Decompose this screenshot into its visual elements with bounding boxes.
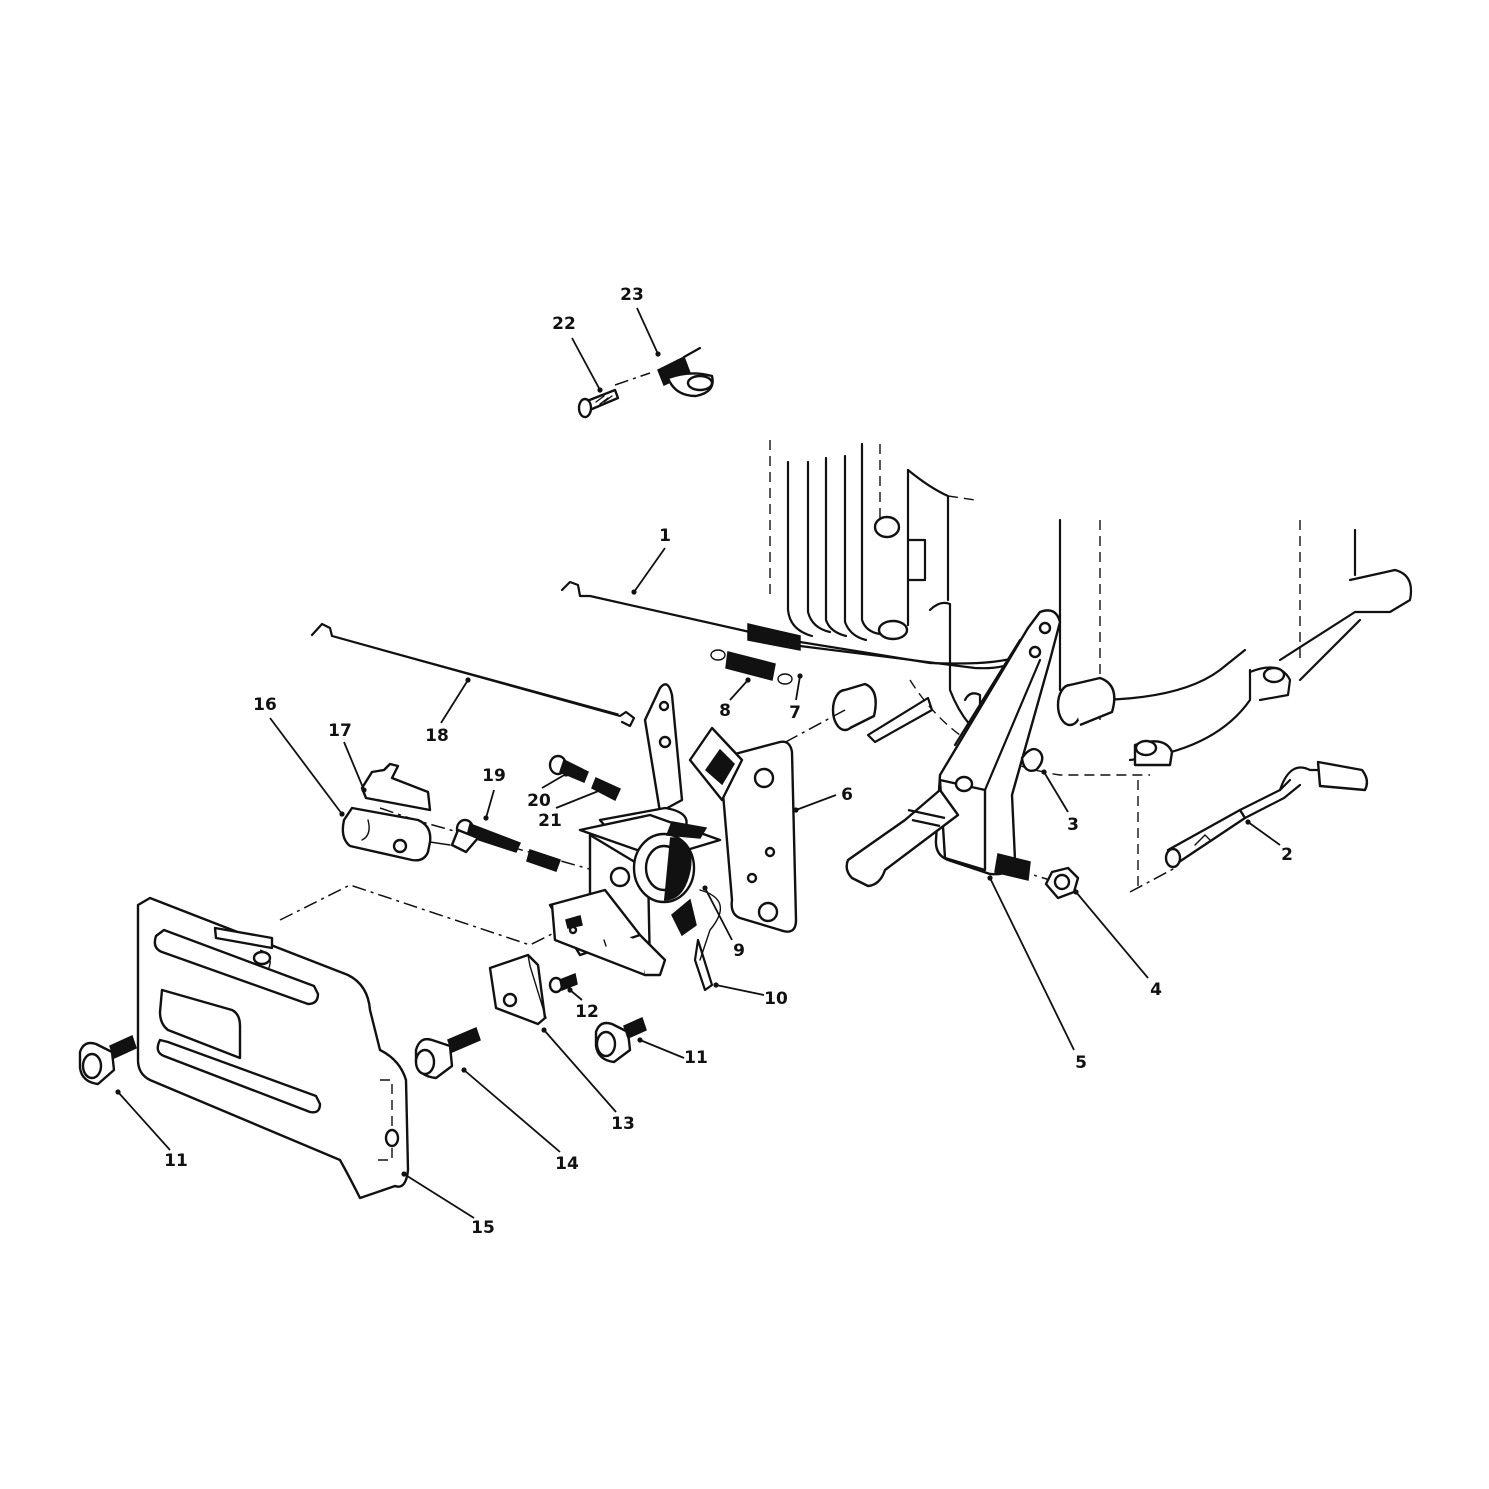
bolt-14: [414, 1026, 481, 1080]
cable-clamp-23: [657, 346, 714, 398]
leader-line: [541, 773, 567, 789]
leader-dot: [793, 807, 799, 813]
callout-3: 3: [1067, 815, 1079, 835]
leader-line: [795, 794, 837, 811]
nut-4: [1044, 866, 1080, 900]
leader-dot: [637, 1037, 643, 1043]
callout-22: 22: [552, 314, 576, 334]
leader-line: [485, 789, 495, 819]
leader-dot: [987, 875, 993, 881]
cover-plate-15: [136, 896, 410, 1200]
callout-17: 17: [328, 721, 352, 741]
callout-labels: 1 2 3 4 5 6 7 8 9 10 11 11 12 13 14 15 1…: [164, 285, 1293, 1238]
leader-line: [463, 1069, 561, 1153]
leader-dot: [597, 387, 603, 393]
leader-line: [1247, 821, 1281, 846]
callout-1: 1: [659, 526, 671, 546]
screw-22: [577, 388, 620, 419]
callout-4: 4: [1150, 980, 1162, 1000]
callout-12: 12: [575, 1002, 599, 1022]
leader-dot: [465, 677, 471, 683]
control-assembly: [548, 683, 744, 977]
lever-2: [1164, 760, 1369, 869]
leader-line: [343, 741, 365, 791]
leader-dot: [603, 785, 609, 791]
linkage-rod-18: [310, 622, 636, 728]
spring-9: [699, 889, 722, 961]
leader-line: [639, 1039, 685, 1059]
leader-dot: [361, 787, 367, 793]
callout-2: 2: [1281, 845, 1293, 865]
leader-dot: [655, 351, 661, 357]
leader-dot: [401, 1171, 407, 1177]
callout-6: 6: [841, 785, 853, 805]
governor-link: [866, 696, 934, 744]
clip-13: [488, 953, 547, 1026]
callout-5: 5: [1075, 1053, 1087, 1073]
leader-line: [1075, 891, 1149, 979]
leader-dot: [541, 1027, 547, 1033]
leader-dot: [483, 815, 489, 821]
callout-11a: 11: [684, 1048, 708, 1068]
callout-20: 20: [527, 791, 551, 811]
leader-dot: [631, 589, 637, 595]
leader-dot: [461, 1067, 467, 1073]
leader-line: [440, 679, 469, 724]
bracket-17: [360, 762, 480, 854]
spring-coil-rod-1: [747, 623, 801, 651]
leader-line: [269, 717, 343, 815]
callout-15: 15: [471, 1218, 495, 1238]
callout-13: 13: [611, 1114, 635, 1134]
leader-dot: [1073, 889, 1079, 895]
leader-dot: [339, 811, 345, 817]
callout-21: 21: [538, 811, 562, 831]
screw-20: [548, 754, 589, 783]
leader-line: [1043, 771, 1069, 813]
leader-dot: [745, 677, 751, 683]
callout-14: 14: [555, 1154, 579, 1174]
leader-line: [729, 679, 749, 701]
leader-line: [569, 989, 583, 1001]
leader-line: [715, 984, 765, 996]
leader-line: [633, 547, 666, 593]
callout-23: 23: [620, 285, 644, 305]
bolt-11-left: [78, 1034, 137, 1086]
leader-dot: [702, 885, 708, 891]
leader-line: [571, 337, 601, 391]
spring-8: [710, 649, 793, 685]
callout-19: 19: [482, 766, 506, 786]
callout-8: 8: [719, 701, 731, 721]
leader-dot: [563, 771, 569, 777]
leader-line: [117, 1091, 171, 1151]
leader-dot: [1245, 819, 1251, 825]
leader-dot: [797, 673, 803, 679]
leader-line: [403, 1173, 475, 1219]
wire-10: [693, 938, 714, 992]
leader-lines: [115, 307, 1281, 1219]
callout-7: 7: [789, 703, 801, 723]
plate-6: [718, 740, 798, 933]
leader-dot: [567, 987, 573, 993]
leader-line: [636, 307, 659, 355]
callout-9: 9: [733, 941, 745, 961]
leader-line: [795, 675, 801, 701]
control-bracket-5: [845, 609, 1062, 888]
screw-12: [548, 972, 578, 994]
leader-line: [555, 787, 607, 809]
leader-dot: [713, 982, 719, 988]
bolt-11-right: [594, 1016, 647, 1064]
callout-11b: 11: [164, 1151, 188, 1171]
clip-3: [1020, 747, 1044, 772]
callout-18: 18: [425, 726, 449, 746]
leader-line: [543, 1029, 617, 1113]
leader-line: [704, 887, 733, 941]
callout-16: 16: [253, 695, 277, 715]
leader-dot: [1041, 769, 1047, 775]
engine-block-outline: [769, 440, 1413, 890]
callout-10: 10: [764, 989, 788, 1009]
slide-16: [341, 806, 432, 862]
leader-line: [989, 877, 1075, 1051]
leader-dot: [115, 1089, 121, 1095]
